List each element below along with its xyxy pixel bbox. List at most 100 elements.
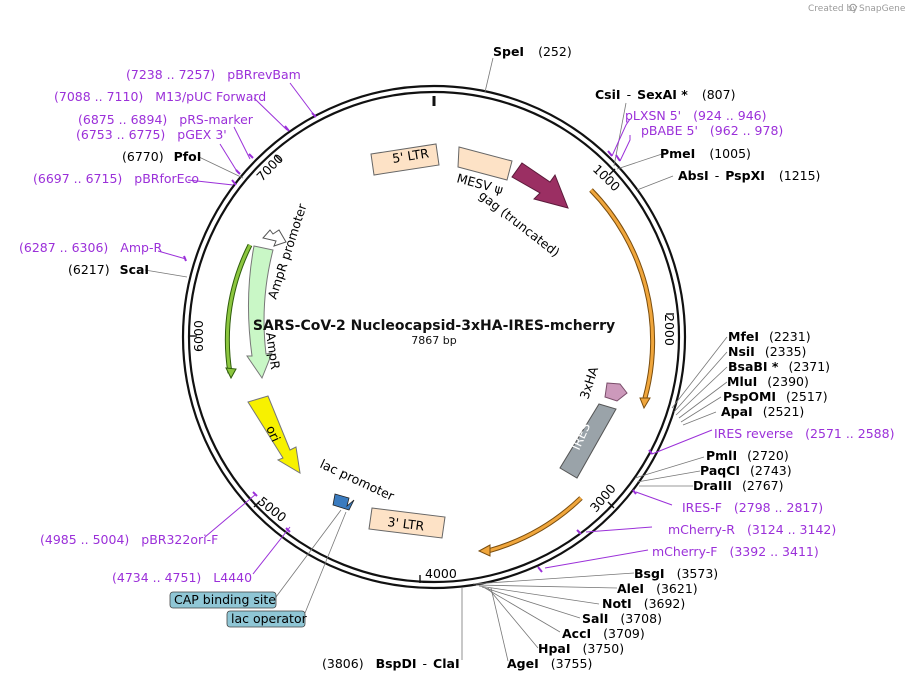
primer-plxsn-5[interactable]: pLXSN 5'(924 .. 946): [625, 108, 767, 123]
feature-ori[interactable]: ori: [247, 395, 301, 474]
primer-name: pRS-marker: [179, 112, 254, 127]
site-position: (807): [702, 87, 736, 102]
primer-name: pLXSN 5': [625, 108, 681, 123]
primer-pbrforeco[interactable]: (6697 .. 6715)pBRforEco: [33, 171, 199, 186]
primer-range: (6287 .. 6306): [19, 240, 108, 255]
site-nsiI[interactable]: NsiI(2335): [728, 344, 806, 359]
tick-2000: 2000: [662, 313, 677, 346]
primer-name: mCherry-R: [668, 522, 735, 537]
ori-arrow-icon: [247, 395, 301, 474]
site-position: (6217): [68, 262, 110, 277]
gag-arrow-icon: [511, 162, 569, 209]
site-position: (2720): [747, 448, 789, 463]
site-paqCI[interactable]: PaqCI(2743): [700, 463, 792, 478]
site-position: (2231): [769, 329, 811, 344]
site-speI[interactable]: SpeI(252): [493, 44, 572, 59]
primer-pbabe-5[interactable]: pBABE 5'(962 .. 978): [641, 123, 783, 138]
site-accI[interactable]: AccI(3709): [562, 626, 645, 641]
feature-3xha[interactable]: 3xHA: [577, 364, 628, 402]
primer-mcherry-r[interactable]: mCherry-R(3124 .. 3142): [668, 522, 836, 537]
primer-pgex-3[interactable]: (6753 .. 6775)pGEX 3': [76, 127, 227, 142]
primer-prs-marker[interactable]: (6875 .. 6894)pRS-marker: [78, 112, 254, 127]
site-name: DraIII: [693, 478, 732, 493]
site-ageI[interactable]: AgeI(3755): [507, 656, 592, 671]
bound-box: [226, 610, 306, 628]
feature-label: ori: [263, 423, 283, 444]
feature-label: AmpR: [263, 331, 283, 370]
site-bspDI-claI[interactable]: (3806)BspDI-ClaI: [322, 656, 460, 671]
primer-ires-f[interactable]: IRES-F(2798 .. 2817): [682, 500, 823, 515]
site-pmeI[interactable]: PmeI (1005): [660, 146, 751, 161]
bound-sites: CAP binding site lac operator: [169, 591, 308, 628]
feature-5-ltr[interactable]: 5' LTR: [370, 143, 440, 176]
credit: Created by SnapGene: [808, 3, 906, 14]
site-name: BsaBI *: [728, 359, 779, 374]
feature-label: 5' LTR: [391, 145, 430, 166]
site-pmlI[interactable]: PmlI(2720): [706, 448, 789, 463]
feature-ampr[interactable]: AmpR: [246, 245, 283, 380]
primer-range: (7238 .. 7257): [126, 67, 215, 82]
site-name: ScaI: [120, 262, 150, 277]
credit-text: Created by: [808, 4, 858, 14]
feature-lac-promoter[interactable]: lac promoter: [318, 456, 398, 511]
tick-7000: 7000: [253, 151, 286, 184]
site-csiI-sexAI[interactable]: CsiI-SexAI *(807): [595, 87, 735, 102]
orf-arrowhead: [225, 367, 237, 380]
site-name: PfoI: [174, 149, 202, 164]
site-position: (1215): [779, 168, 821, 183]
site-scaI[interactable]: (6217) ScaI: [68, 262, 149, 277]
site-name: BspDI: [376, 656, 417, 671]
site-bsgI[interactable]: BsgI(3573): [634, 566, 718, 581]
primer-name: IRES reverse: [714, 426, 793, 441]
primer-l4440[interactable]: (4734 .. 4751)L4440: [112, 570, 252, 585]
site-aleI[interactable]: AleI(3621): [617, 581, 698, 596]
site-salI[interactable]: SalI(3708): [582, 611, 662, 626]
tag-arrow-icon: [604, 382, 628, 402]
site-position: (3755): [551, 656, 593, 671]
site-name: PspOMI: [723, 389, 776, 404]
snapgene-logo-icon: [849, 3, 857, 12]
primer-name: pGEX 3': [177, 127, 226, 142]
site-position: (3750): [583, 641, 625, 656]
site-mfeI[interactable]: MfeI(2231): [728, 329, 811, 344]
site-position: (2390): [767, 374, 809, 389]
site-position: (3573): [677, 566, 719, 581]
site-pfoI[interactable]: (6770)PfoI: [122, 149, 201, 164]
site-absI-pspXI[interactable]: AbsI-PspXI(1215): [678, 168, 820, 183]
site-position: (2743): [750, 463, 792, 478]
site-name: PmeI: [660, 146, 695, 161]
primer-mcherry-f[interactable]: mCherry-F(3392 .. 3411): [652, 544, 819, 559]
site-hpaI[interactable]: HpaI(3750): [538, 641, 624, 656]
backbone-inner-ring: [187, 90, 681, 584]
primer-pbrrevbam[interactable]: (7238 .. 7257)pBRrevBam: [126, 67, 301, 82]
site-mluI[interactable]: MluI(2390): [727, 374, 809, 389]
site-bsaBI[interactable]: BsaBI *(2371): [728, 359, 830, 374]
site-name: CsiI: [595, 87, 621, 102]
site-apaI[interactable]: ApaI(2521): [721, 404, 804, 419]
ampr-arrow-icon: [246, 245, 274, 380]
orf-arc-mcherry: [487, 496, 583, 553]
site-name: NsiI: [728, 344, 755, 359]
site-draIII[interactable]: DraIII(2767): [693, 478, 784, 493]
feature-gag-truncated[interactable]: gag (truncated): [476, 162, 569, 260]
feature-3-ltr[interactable]: 3' LTR: [368, 507, 446, 539]
bound-lac-operator[interactable]: lac operator: [226, 610, 308, 628]
feature-ires[interactable]: IRES: [559, 403, 617, 479]
plasmid-title-block: SARS-CoV-2 Nucleocapsid-3xHA-IRES-mcherr…: [253, 318, 615, 347]
primer-amp-r[interactable]: (6287 .. 6306)Amp-R: [19, 240, 162, 255]
site-pspOMI[interactable]: PspOMI(2517): [723, 389, 828, 404]
primer-name: mCherry-F: [652, 544, 717, 559]
primer-lines: [157, 82, 713, 575]
bound-label: CAP binding site: [174, 592, 276, 607]
primer-range: (4985 .. 5004): [40, 532, 129, 547]
primer-ires-reverse[interactable]: IRES reverse(2571 .. 2588): [714, 426, 894, 441]
bound-cap-binding-site[interactable]: CAP binding site: [169, 591, 277, 609]
site-position: (3692): [644, 596, 686, 611]
primer-range: (962 .. 978): [710, 123, 783, 138]
primer-range: (4734 .. 4751): [112, 570, 201, 585]
site-position: (1005): [709, 146, 751, 161]
primer-m13-puc-forward[interactable]: (7088 .. 7110)M13/pUC Forward: [54, 89, 266, 104]
site-notI[interactable]: NotI(3692): [602, 596, 685, 611]
tick-label: 6000: [191, 320, 206, 352]
primer-pbr322ori-f[interactable]: (4985 .. 5004)pBR322ori-F: [40, 532, 218, 547]
